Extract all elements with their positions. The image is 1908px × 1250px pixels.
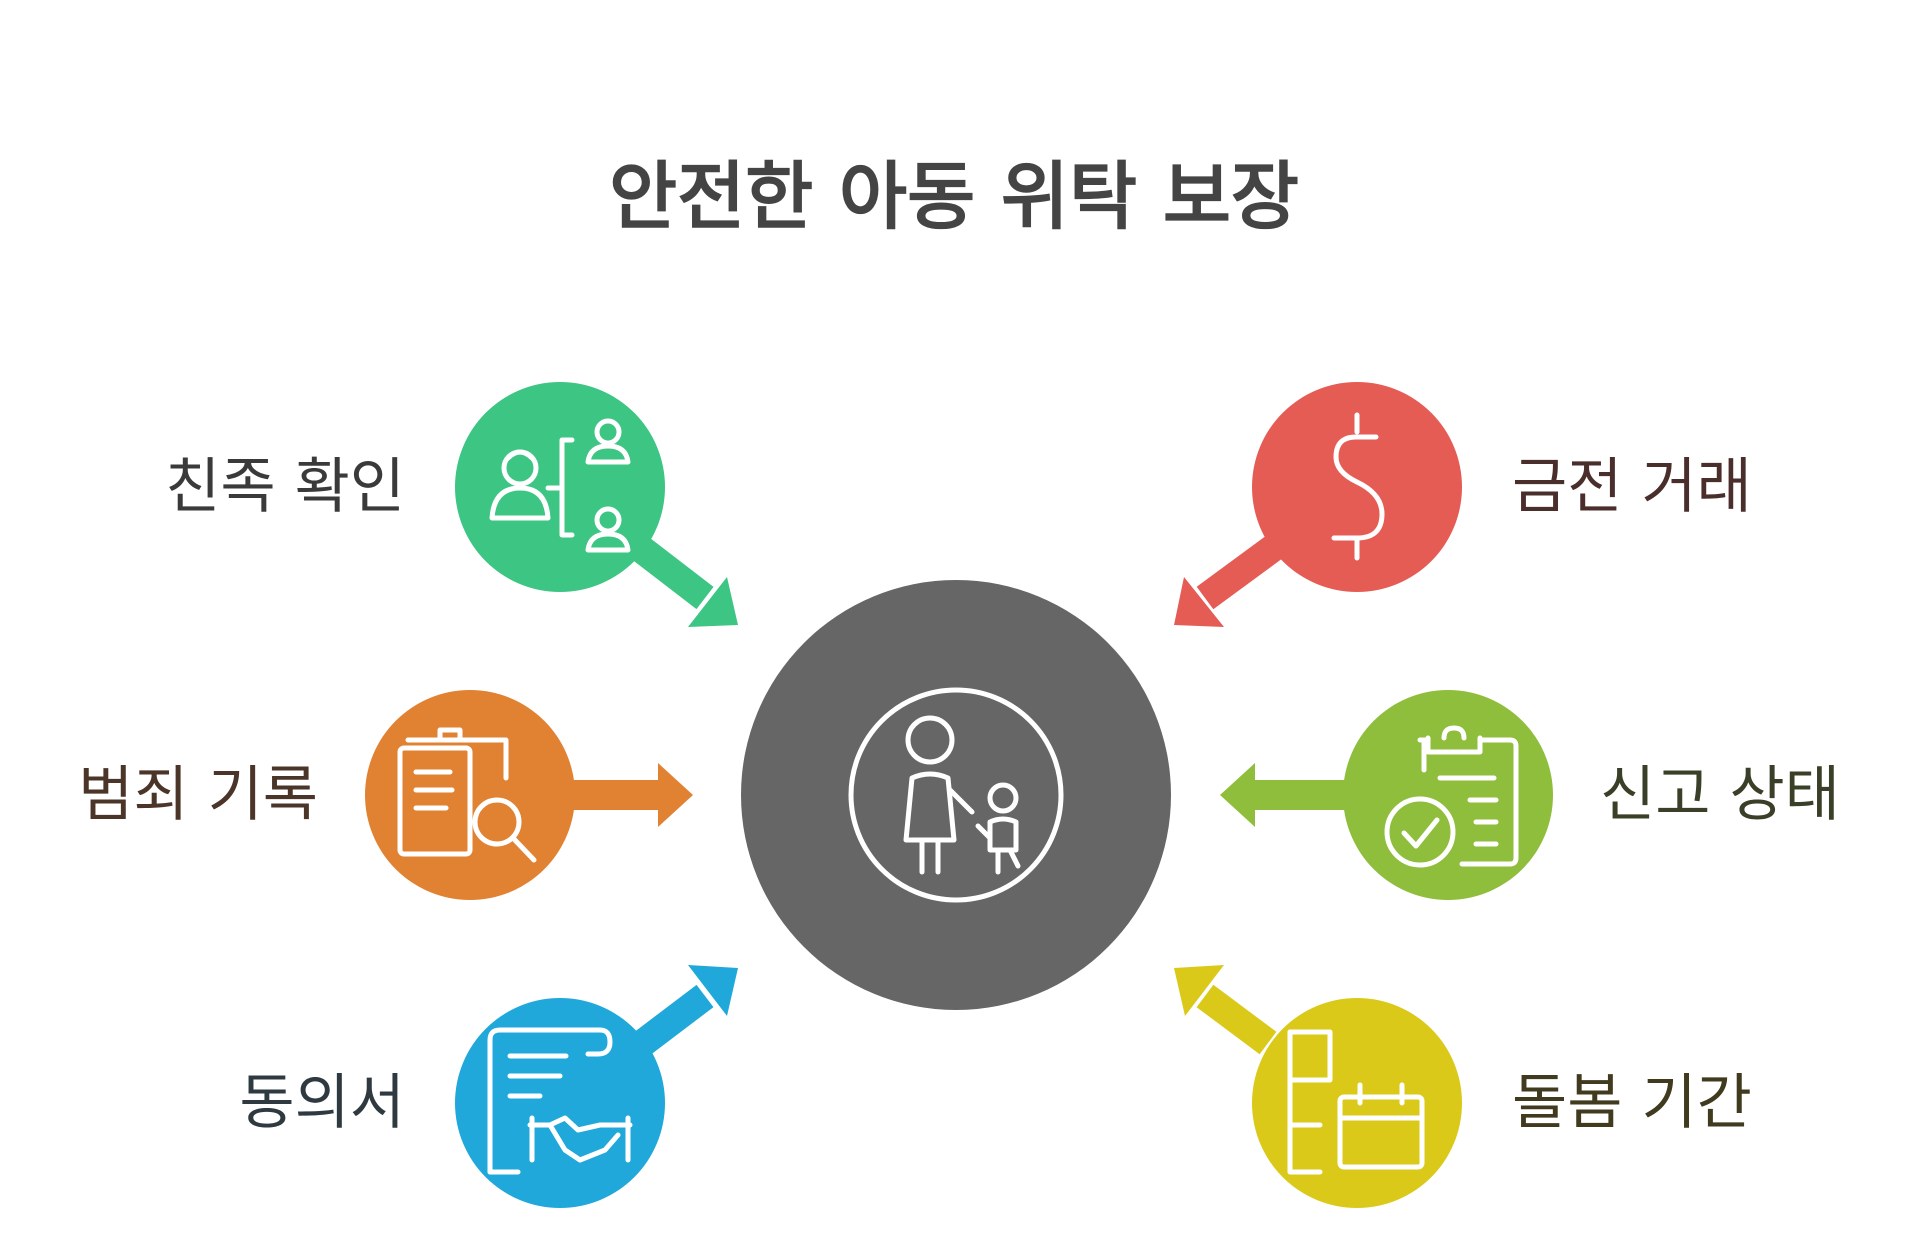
arrow-money bbox=[1174, 536, 1282, 627]
clipboard-check-icon bbox=[1384, 725, 1519, 868]
family-tree-icon bbox=[489, 418, 631, 553]
node-kinship-label: 친족 확인 bbox=[165, 452, 405, 522]
node-money-label: 금전 거래 bbox=[1512, 452, 1752, 522]
node-period: 돌봄 기간 bbox=[1252, 998, 1752, 1208]
node-consent-circle bbox=[455, 998, 665, 1208]
arrow-kinship bbox=[631, 536, 738, 627]
node-kinship: 친족 확인 bbox=[165, 382, 665, 592]
node-criminal-label: 범죄 기록 bbox=[78, 760, 318, 830]
arrow-report bbox=[1220, 763, 1345, 827]
center-node bbox=[741, 580, 1171, 1010]
node-consent-label: 동의서 bbox=[239, 1068, 405, 1138]
parent-child-icon bbox=[903, 715, 1021, 875]
arrow-period bbox=[1174, 965, 1277, 1055]
arrow-consent bbox=[634, 965, 738, 1055]
document-search-icon bbox=[397, 727, 537, 863]
node-period-circle bbox=[1252, 998, 1462, 1208]
dollar-icon bbox=[1331, 412, 1385, 561]
arrow-criminal bbox=[568, 763, 693, 827]
calendar-icon bbox=[1287, 1029, 1425, 1175]
node-period-label: 돌봄 기간 bbox=[1512, 1068, 1752, 1138]
node-criminal: 범죄 기록 bbox=[78, 690, 575, 900]
diagram-title: 안전한 아동 위탁 보장 bbox=[609, 154, 1299, 240]
node-report-circle bbox=[1343, 690, 1553, 900]
node-report-label: 신고 상태 bbox=[1600, 760, 1840, 830]
handshake-agreement-icon bbox=[487, 1027, 633, 1175]
node-money: 금전 거래 bbox=[1252, 382, 1752, 592]
node-consent: 동의서 bbox=[239, 998, 665, 1208]
node-money-circle bbox=[1252, 382, 1462, 592]
node-report: 신고 상태 bbox=[1343, 690, 1840, 900]
center-inner-ring bbox=[848, 687, 1064, 903]
